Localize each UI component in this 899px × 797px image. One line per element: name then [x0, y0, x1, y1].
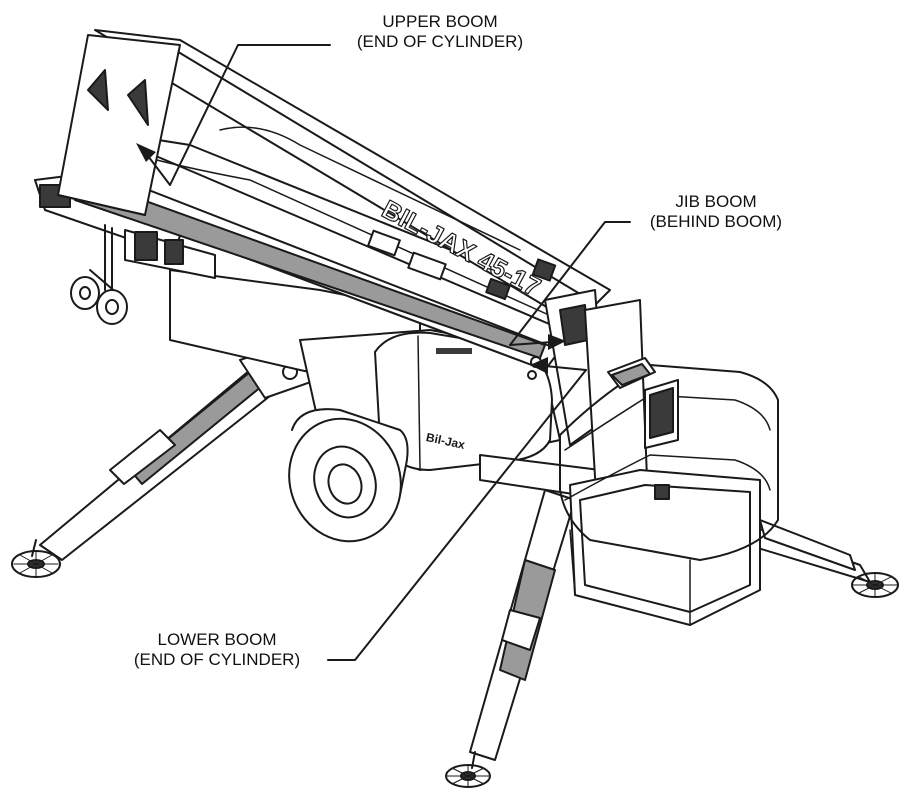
callout-leaders — [136, 44, 631, 661]
lower-boom — [64, 174, 561, 371]
jockey-wheels — [70, 276, 128, 325]
callout-jib-boom-line1: JIB BOOM — [675, 192, 757, 211]
upper-boom-leader — [169, 44, 331, 186]
outrigger-front-bottom — [445, 489, 576, 788]
callout-lower-boom-line1: LOWER BOOM — [157, 630, 277, 649]
platform-basket — [559, 357, 779, 626]
callout-upper-boom-line1: UPPER BOOM — [382, 12, 498, 31]
callout-upper-boom-line2: (END OF CYLINDER) — [356, 32, 524, 51]
callout-upper-boom: UPPER BOOM (END OF CYLINDER) — [330, 12, 550, 52]
lower-boom-leader — [327, 369, 587, 661]
callout-jib-boom: JIB BOOM (BEHIND BOOM) — [628, 192, 804, 232]
callout-jib-boom-line2: (BEHIND BOOM) — [649, 212, 783, 231]
boom-end-bracket — [57, 34, 181, 216]
callout-lower-boom: LOWER BOOM (END OF CYLINDER) — [110, 630, 324, 670]
jib-boom-leader — [509, 221, 631, 346]
callout-lower-boom-line2: (END OF CYLINDER) — [133, 650, 301, 669]
wheel — [288, 408, 409, 543]
jib-boom-arrow — [548, 334, 566, 350]
lower-boom-arrow — [530, 357, 548, 374]
